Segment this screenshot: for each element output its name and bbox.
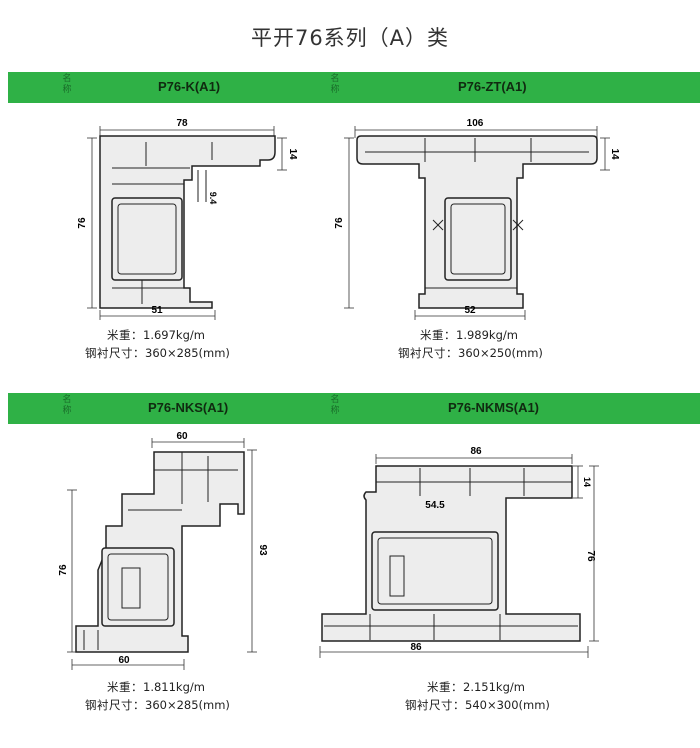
spec-weight-row: 米重：2.151kg/m	[405, 678, 550, 696]
dim-flange-p76-k: 14	[287, 148, 298, 160]
spec-weight-value: 1.697kg/m	[143, 328, 205, 342]
dim-bottom-p76-k: 51	[151, 305, 163, 316]
profile-drawing-p76-nkms: 86 54.5 86 14 76	[310, 436, 600, 670]
dim-flange-p76-nkms: 14	[582, 477, 592, 487]
dim-top-p76-nks: 60	[176, 431, 188, 442]
header-band-row-2: 名称 P76-NKS(A1) 名称 P76-NKMS(A1)	[8, 393, 700, 424]
section-drawing-p76-nks: 60 60 76 93	[58, 431, 268, 670]
header-band-row-1: 名称 P76-K(A1) 名称 P76-ZT(A1)	[8, 72, 700, 103]
section-drawing-p76-zt: 106 52 76 14	[334, 118, 620, 320]
profile-drawing-p76-zt: 106 52 76 14	[334, 108, 620, 327]
spec-liner-label: 钢衬尺寸：	[85, 346, 145, 360]
ming-label: 名称	[330, 395, 340, 416]
spec-p76-nkms: 米重：2.151kg/m 钢衬尺寸：540×300(mm)	[405, 678, 550, 714]
dim-bottom-p76-zt: 52	[464, 305, 476, 316]
spec-weight-label: 米重：	[427, 680, 463, 694]
dim-top-p76-zt: 106	[467, 118, 484, 129]
spec-liner-row: 钢衬尺寸：540×300(mm)	[405, 696, 550, 714]
profile-code-p76-k: P76-K(A1)	[158, 79, 221, 94]
spec-weight-value: 2.151kg/m	[463, 680, 525, 694]
dim-bottom-p76-nkms: 86	[410, 642, 422, 653]
band-cell-p76-zt: 名称 P76-ZT(A1)	[330, 72, 700, 103]
spec-liner-label: 钢衬尺寸：	[398, 346, 458, 360]
dim-height-p76-nkms: 76	[585, 550, 596, 562]
spec-weight-label: 米重：	[420, 328, 456, 342]
profile-drawing-p76-k: 78 51 76 14 9.4	[72, 108, 302, 327]
page-title: 平开76系列（A）类	[250, 26, 450, 50]
dim-bottom-p76-nks: 60	[118, 655, 130, 666]
dim-height-p76-k: 76	[77, 217, 88, 229]
spec-p76-zt: 米重：1.989kg/m 钢衬尺寸：360×250(mm)	[398, 326, 543, 362]
ming-label: 名称	[62, 74, 72, 95]
ming-label: 名称	[62, 395, 72, 416]
profile-code-p76-nks: P76-NKS(A1)	[148, 400, 229, 415]
ming-label: 名称	[330, 74, 340, 95]
spec-liner-value: 360×285(mm)	[145, 698, 230, 712]
band-cell-p76-nks: 名称 P76-NKS(A1)	[8, 393, 348, 424]
spec-liner-value: 360×250(mm)	[458, 346, 543, 360]
dim-height-p76-zt: 76	[334, 217, 345, 229]
spec-liner-row: 钢衬尺寸：360×250(mm)	[398, 344, 543, 362]
section-drawing-p76-k: 78 51 76 14 9.4	[77, 118, 298, 320]
spec-liner-row: 钢衬尺寸：360×285(mm)	[85, 696, 230, 714]
spec-p76-k: 米重：1.697kg/m 钢衬尺寸：360×285(mm)	[85, 326, 230, 362]
band-cell-p76-nkms: 名称 P76-NKMS(A1)	[330, 393, 700, 424]
spec-weight-label: 米重：	[107, 680, 143, 694]
profile-code-p76-zt: P76-ZT(A1)	[458, 79, 527, 94]
dim-top-p76-k: 78	[176, 118, 188, 129]
dim-inner-p76-nkms: 54.5	[425, 500, 445, 511]
band-cell-p76-k: 名称 P76-K(A1)	[8, 72, 348, 103]
profile-code-p76-nkms: P76-NKMS(A1)	[448, 400, 540, 415]
dim-flange-p76-zt: 14	[609, 148, 620, 160]
dim-right-p76-nks: 93	[257, 544, 268, 556]
spec-liner-value: 360×285(mm)	[145, 346, 230, 360]
spec-liner-label: 钢衬尺寸：	[85, 698, 145, 712]
spec-liner-label: 钢衬尺寸：	[405, 698, 465, 712]
spec-weight-value: 1.989kg/m	[456, 328, 518, 342]
spec-liner-row: 钢衬尺寸：360×285(mm)	[85, 344, 230, 362]
spec-weight-label: 米重：	[107, 328, 143, 342]
dim-top-p76-nkms: 86	[470, 446, 482, 457]
profile-drawing-p76-nks: 60 60 76 93	[58, 430, 282, 679]
spec-weight-row: 米重：1.989kg/m	[398, 326, 543, 344]
section-drawing-p76-nkms: 86 54.5 86 14 76	[319, 446, 599, 658]
dim-height-p76-nks: 76	[58, 564, 69, 576]
spec-weight-row: 米重：1.697kg/m	[85, 326, 230, 344]
spec-weight-row: 米重：1.811kg/m	[85, 678, 230, 696]
spec-p76-nks: 米重：1.811kg/m 钢衬尺寸：360×285(mm)	[85, 678, 230, 714]
spec-liner-value: 540×300(mm)	[465, 698, 550, 712]
dim-inner-p76-k: 9.4	[208, 192, 218, 205]
spec-weight-value: 1.811kg/m	[143, 680, 205, 694]
